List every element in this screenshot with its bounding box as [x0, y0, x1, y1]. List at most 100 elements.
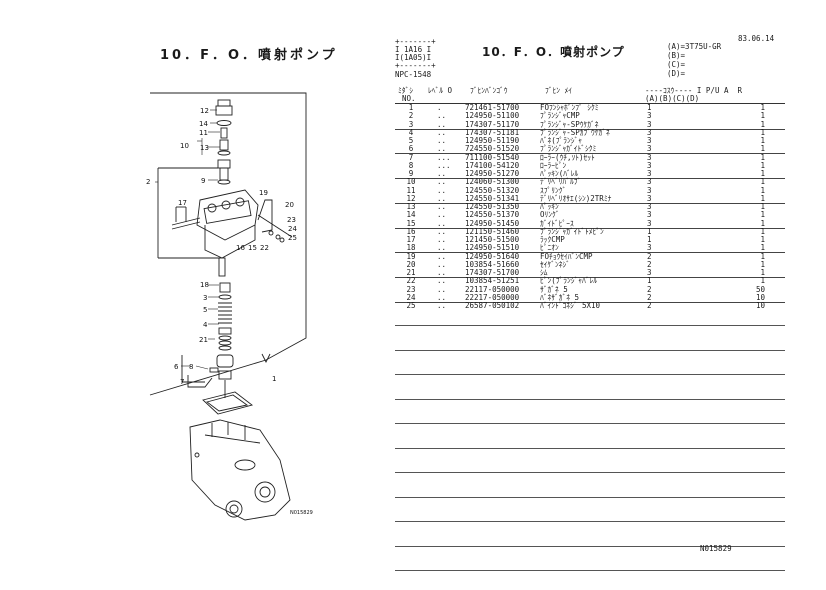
row-pu: 1: [760, 169, 765, 178]
row-part-number: 124550-51320: [465, 185, 520, 195]
row-level: ..: [437, 210, 447, 220]
callout-5: 5: [203, 306, 207, 314]
row-part-number: 121450-51500: [465, 235, 520, 244]
row-number: 7: [408, 152, 414, 162]
location-code-alt: I(1A05)I: [395, 53, 432, 62]
callout-13: 13: [200, 144, 209, 152]
row-qty-a: 2: [647, 284, 652, 294]
row-number: 23: [406, 284, 416, 294]
row-level: ..: [437, 119, 447, 129]
document-code: NPC-1548: [395, 70, 432, 79]
row-part-number: 124950-51100: [465, 111, 520, 121]
row-level: ...: [437, 152, 451, 162]
blank-line: [395, 447, 785, 449]
row-number: 19: [406, 251, 416, 261]
callout-9: 9: [201, 177, 205, 185]
row-qty-a: 1: [647, 235, 652, 244]
group-rule: [395, 178, 785, 179]
row-level: ..: [437, 226, 447, 236]
row-qty-a: 3: [647, 177, 652, 187]
group-rule: [395, 301, 785, 303]
row-qty-a: 1: [647, 276, 652, 286]
row-level: ..: [437, 235, 447, 244]
callout-11: 11: [199, 129, 208, 137]
row-qty-a: 3: [647, 111, 652, 121]
group-rule: [395, 252, 785, 254]
row-part-name: Oﾘﾝｸﾞ: [540, 210, 560, 220]
group-rule: [395, 277, 785, 278]
callout-21: 21: [199, 336, 208, 344]
row-number: 3: [408, 119, 414, 129]
group-rule: [395, 202, 785, 204]
row-qty-a: 1: [647, 103, 652, 112]
row-part-number: 721461-51700: [465, 103, 520, 112]
callout-25: 25: [288, 234, 297, 242]
row-level: ..: [437, 268, 447, 277]
row-level: ..: [437, 193, 447, 203]
blank-line: [395, 423, 785, 424]
row-pu: 1: [760, 259, 765, 269]
date: 83.06.14: [738, 34, 775, 43]
row-qty-a: 3: [647, 243, 652, 253]
row-qty-a: 3: [647, 127, 652, 137]
callout-10: 10: [180, 142, 189, 150]
row-part-number: 124950-51640: [465, 251, 520, 261]
callout-leaders: [155, 109, 220, 370]
blank-line: [395, 374, 785, 375]
row-qty-a: 3: [647, 268, 652, 277]
col-header-qty: ----ｺｽｳ---- I P/U A R: [645, 86, 743, 95]
row-part-number: 124550-51341: [465, 193, 520, 203]
adjust-plate-part: [257, 199, 285, 243]
row-number: 21: [406, 268, 416, 277]
col-header-no-2: NO.: [402, 94, 416, 103]
row-pu: 1: [760, 185, 765, 195]
row-level: ..: [437, 276, 447, 286]
row-part-number: 121150-51460: [465, 226, 520, 236]
gasket-part: [202, 391, 254, 415]
row-qty-a: 3: [647, 144, 652, 154]
row-part-number: 124950-51450: [465, 218, 520, 228]
row-level: ..: [437, 301, 447, 310]
row-part-name: ﾊﾞｲﾝﾄﾞｺﾈｼﾞ 5X10: [540, 301, 601, 310]
row-pu: 1: [760, 111, 765, 121]
row-level: ..: [437, 111, 447, 121]
plunger-spring-part: [209, 282, 234, 398]
row-part-name: ﾊﾟｯｷﾝ: [540, 202, 559, 211]
row-part-number: 724550-51520: [465, 144, 520, 154]
row-pu: 1: [760, 210, 765, 220]
row-part-name: ﾛｰﾗｰ(ｳﾁ,ｿﾄ)ｾｯﾄ: [540, 152, 595, 162]
row-level: ..: [437, 136, 447, 145]
row-qty-a: 3: [647, 210, 652, 220]
assembly-frame: [149, 92, 307, 396]
callout-8: 8: [189, 363, 193, 371]
rack-part: [171, 206, 201, 230]
figure-code: N015829: [290, 510, 313, 516]
row-qty-a: 2: [647, 301, 652, 310]
row-level: ..: [437, 243, 447, 253]
row-part-name: ﾌﾟﾗﾝｼﾞｬ-SPｳｹｶﾞﾈ: [540, 119, 599, 129]
row-number: 13: [406, 202, 416, 211]
location-box-bottom: +-------+: [395, 61, 436, 70]
row-pu: 1: [760, 202, 765, 211]
row-pu: 1: [760, 235, 765, 244]
model-b: (B)=: [667, 51, 686, 60]
row-number: 15: [406, 218, 416, 228]
callout-16: 16: [236, 244, 245, 252]
row-part-number: 22217-050000: [465, 292, 520, 302]
callout-23: 23: [287, 216, 296, 224]
model-c: (C)=: [667, 60, 686, 69]
row-number: 4: [408, 127, 414, 137]
row-qty-a: 3: [647, 193, 652, 203]
page-title-left: 10．F．O．噴射ポンプ: [160, 48, 338, 63]
row-level: ..: [437, 259, 447, 269]
row-pu: 1: [760, 119, 765, 129]
